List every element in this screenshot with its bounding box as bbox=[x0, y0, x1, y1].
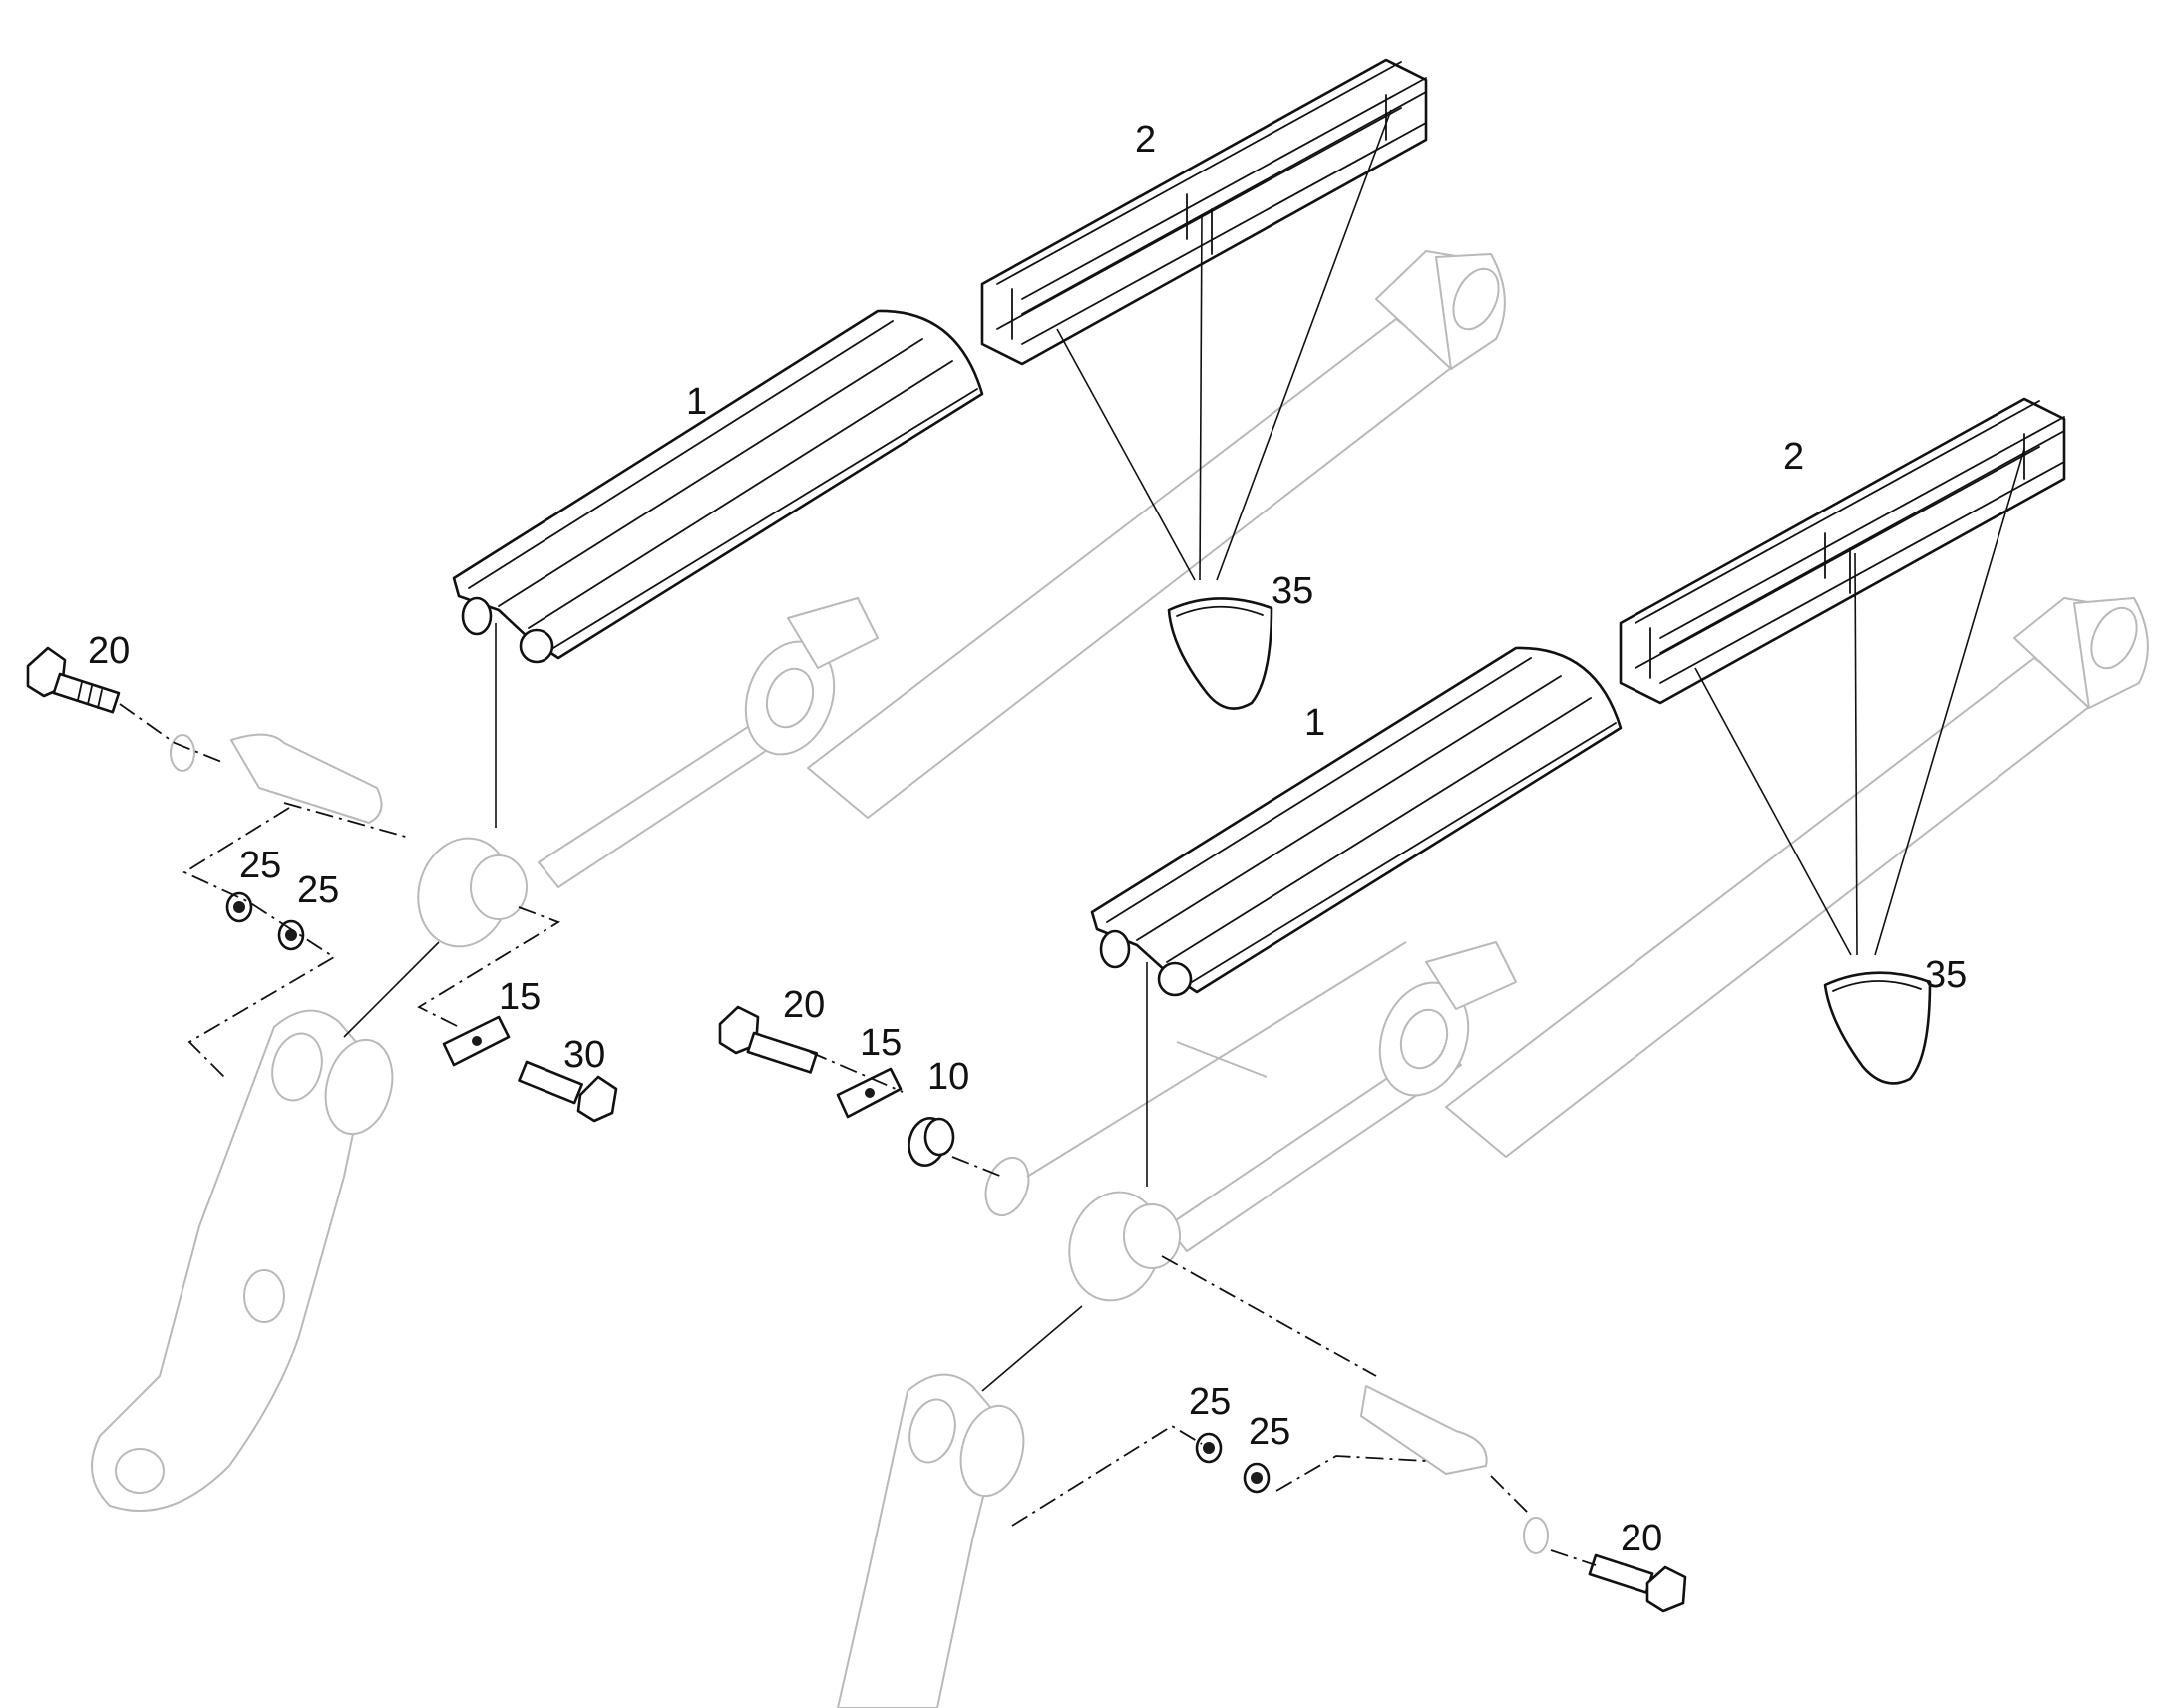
left-guide-frame bbox=[980, 58, 1428, 366]
callout-left-bottom-bolt: 30 bbox=[563, 1034, 605, 1076]
right-leader-lines bbox=[1146, 448, 2025, 1187]
callout-right-washer-a: 25 bbox=[1189, 1381, 1231, 1423]
callout-left-plate: 15 bbox=[499, 976, 541, 1018]
left-plate-15 bbox=[442, 1015, 511, 1067]
right-washer-small-bottom bbox=[1523, 1517, 1549, 1554]
callout-right-washer-b: 25 bbox=[1249, 1411, 1290, 1453]
left-washer-25-b bbox=[277, 919, 305, 951]
callout-labels: 1 2 35 20 25 25 15 30 1 2 35 20 15 10 25… bbox=[88, 119, 1967, 1559]
callout-right-bolt-bottom: 20 bbox=[1621, 1518, 1662, 1559]
left-bolt-30 bbox=[518, 1060, 618, 1123]
right-bolt-20-bottom bbox=[1588, 1553, 1687, 1613]
right-guide-frame bbox=[1619, 397, 2066, 705]
left-washer-25-a bbox=[225, 891, 253, 923]
left-leader-lines bbox=[495, 109, 1392, 828]
left-hydraulic-cylinder bbox=[417, 250, 1506, 948]
right-bolt-20-top bbox=[718, 1005, 819, 1074]
callout-right-bolt-top: 20 bbox=[783, 984, 825, 1026]
callout-right-cover: 1 bbox=[1304, 702, 1325, 744]
right-washer-25-a bbox=[1195, 1432, 1223, 1464]
callout-left-washer-b: 25 bbox=[297, 869, 339, 911]
right-spacer-10 bbox=[908, 1117, 955, 1167]
callout-left-cover: 1 bbox=[686, 381, 707, 423]
right-hydraulic-cylinder bbox=[984, 597, 2149, 1302]
callout-left-band: 35 bbox=[1272, 570, 1313, 612]
right-cylinder-cover bbox=[1090, 646, 1623, 997]
callout-right-band: 35 bbox=[1925, 954, 1967, 996]
callout-right-plate: 15 bbox=[860, 1022, 902, 1064]
callout-right-frame: 2 bbox=[1783, 436, 1804, 478]
callout-left-top-bolt: 20 bbox=[88, 630, 130, 672]
left-bolt-20 bbox=[26, 646, 121, 714]
left-assembly-lines bbox=[119, 703, 561, 1078]
callout-right-spacer: 10 bbox=[927, 1056, 969, 1098]
right-retaining-band bbox=[1823, 971, 1932, 1085]
right-washer-25-b bbox=[1243, 1462, 1271, 1494]
callout-left-washer-a: 25 bbox=[239, 845, 281, 886]
right-lifting-arm bbox=[837, 1373, 1025, 1708]
callout-left-frame: 2 bbox=[1135, 119, 1156, 161]
left-lifting-arm bbox=[91, 1009, 394, 1512]
left-retaining-band bbox=[1167, 597, 1273, 710]
right-plate-15 bbox=[836, 1067, 903, 1119]
left-washer-small-top bbox=[170, 734, 195, 772]
left-pin bbox=[230, 733, 383, 824]
left-cylinder-cover bbox=[452, 309, 984, 664]
right-assembly-lines bbox=[809, 1051, 1597, 1566]
right-pin bbox=[1360, 1385, 1488, 1475]
